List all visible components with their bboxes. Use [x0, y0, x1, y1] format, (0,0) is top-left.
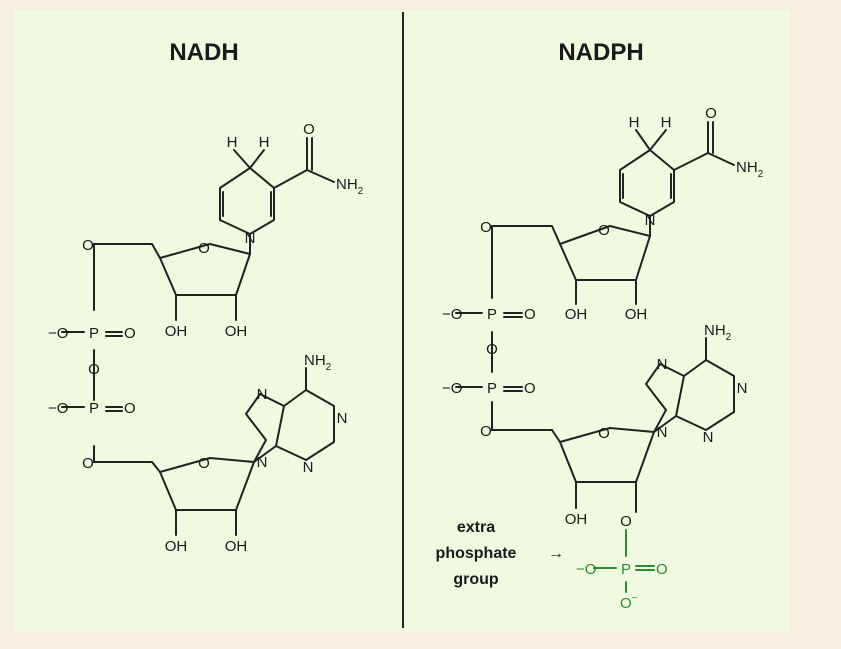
svg-text:N: N	[337, 410, 348, 427]
svg-text:H: H	[259, 134, 270, 151]
arrow-right-icon: →	[548, 545, 564, 562]
svg-text:O: O	[82, 455, 94, 472]
svg-text:OH: OH	[225, 538, 248, 555]
svg-text:H: H	[661, 114, 672, 131]
svg-text:OH: OH	[165, 323, 188, 340]
svg-text:O−: O−	[620, 593, 638, 612]
nadh-structure	[61, 137, 335, 536]
svg-text:O: O	[486, 341, 498, 358]
svg-text:−O: −O	[48, 325, 68, 342]
svg-text:OH: OH	[565, 306, 588, 323]
svg-text:O: O	[124, 400, 136, 417]
structure-canvas: NADH NADPH H H O NH2 N O OH OH O −O P O	[48, 12, 764, 628]
svg-text:O: O	[656, 561, 668, 578]
svg-text:O: O	[198, 455, 210, 472]
svg-text:O: O	[480, 219, 492, 236]
svg-text:OH: OH	[225, 323, 248, 340]
svg-text:O: O	[524, 380, 536, 397]
extra-phosphate-group: −O P O O−	[576, 561, 668, 612]
svg-text:−O: −O	[442, 306, 462, 323]
svg-text:O: O	[524, 306, 536, 323]
svg-text:O: O	[705, 105, 717, 122]
svg-text:P: P	[487, 306, 497, 323]
svg-text:O: O	[198, 240, 210, 257]
molecule-comparison-figure: NADH NADPH H H O NH2 N O OH OH O −O P O	[14, 10, 790, 632]
svg-text:NH2: NH2	[704, 322, 732, 343]
svg-text:O: O	[303, 121, 315, 138]
svg-text:O: O	[82, 237, 94, 254]
svg-text:N: N	[645, 212, 656, 229]
svg-text:H: H	[629, 114, 640, 131]
nadph-structure	[455, 121, 735, 593]
svg-text:N: N	[657, 356, 668, 373]
svg-text:P: P	[89, 325, 99, 342]
svg-text:group: group	[453, 571, 499, 588]
svg-text:O: O	[620, 513, 632, 530]
svg-text:−O: −O	[576, 561, 596, 578]
svg-text:NH2: NH2	[304, 352, 332, 373]
svg-text:N: N	[737, 380, 748, 397]
svg-text:P: P	[487, 380, 497, 397]
svg-text:extra: extra	[457, 519, 495, 536]
svg-text:N: N	[703, 429, 714, 446]
svg-text:−O: −O	[442, 380, 462, 397]
svg-text:O: O	[598, 222, 610, 239]
svg-text:phosphate: phosphate	[436, 545, 517, 562]
nadh-title: NADH	[169, 39, 238, 66]
svg-text:O: O	[124, 325, 136, 342]
svg-text:H: H	[227, 134, 238, 151]
svg-text:O: O	[88, 361, 100, 378]
svg-text:−O: −O	[48, 400, 68, 417]
nadph-title: NADPH	[558, 39, 643, 66]
svg-text:O: O	[480, 423, 492, 440]
svg-text:N: N	[257, 454, 268, 471]
svg-text:P: P	[621, 561, 631, 578]
svg-text:N: N	[303, 459, 314, 476]
svg-text:N: N	[657, 424, 668, 441]
svg-text:N: N	[245, 230, 256, 247]
svg-text:OH: OH	[625, 306, 648, 323]
svg-text:NH2: NH2	[336, 176, 364, 197]
svg-text:O: O	[598, 425, 610, 442]
svg-text:OH: OH	[565, 511, 588, 528]
svg-text:OH: OH	[165, 538, 188, 555]
extra-phosphate-annotation: extra phosphate → group	[436, 519, 564, 588]
svg-text:N: N	[257, 386, 268, 403]
svg-text:NH2: NH2	[736, 159, 764, 180]
svg-text:P: P	[89, 400, 99, 417]
